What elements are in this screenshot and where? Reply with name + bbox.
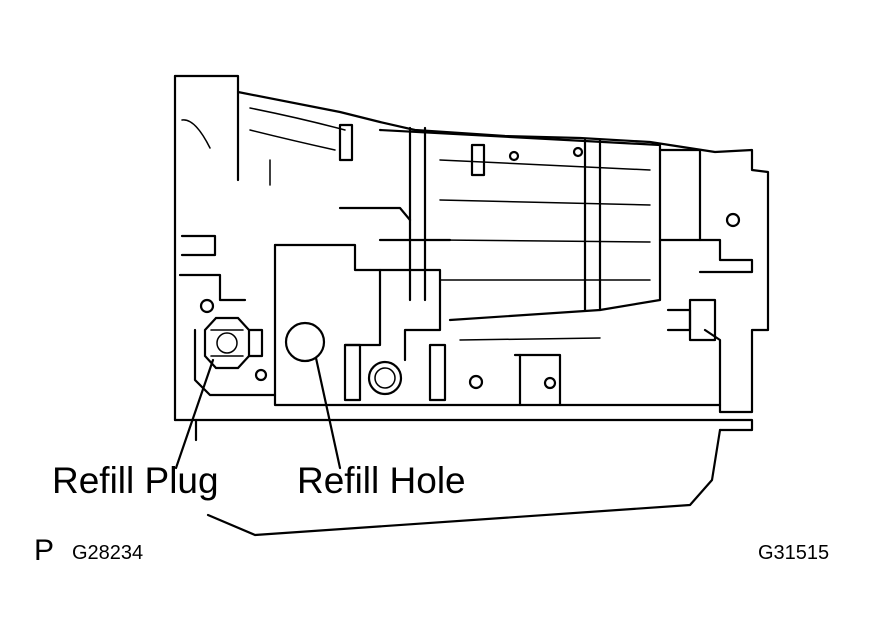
refill-hole-leader (314, 356, 342, 470)
transmission-housing (173, 74, 770, 442)
refill-plug-leader (174, 358, 215, 470)
refill-plug (203, 316, 264, 370)
figure-code-left: G28234 (72, 542, 144, 564)
refill-plug-label: Refill Plug (52, 460, 219, 501)
refill-hole (284, 321, 326, 363)
oil-pan (206, 428, 722, 537)
figure-code-right: G31515 (758, 542, 830, 564)
p-mark: P (34, 534, 55, 567)
refill-hole-label: Refill Hole (297, 460, 466, 501)
